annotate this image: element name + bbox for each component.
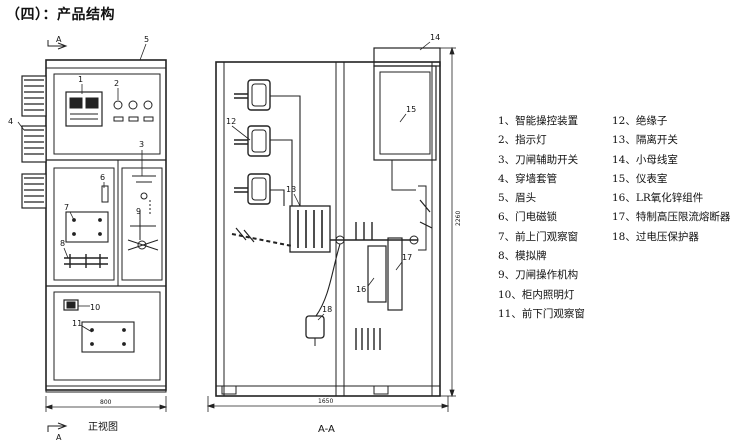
legend-item: 16、LR氧化锌组件 [612,192,704,205]
section-view-cabinet [215,47,441,397]
legend-item: 9、刀闸操作机构 [498,269,579,282]
legend-item: 17、特制高压限流熔断器 [612,211,731,224]
front-width-value: 800 [100,399,112,406]
section-callout-leaders [231,41,431,321]
legend-item: 10、柜内照明灯 [498,288,575,301]
front-width-dimension [44,396,168,412]
front-callout-leaders [17,43,147,333]
callout-label: 11 [72,319,82,328]
section-height-value: 2260 [455,211,462,226]
callout-label: 2 [114,79,119,88]
front-callout-numbers: 1 2 3 4 5 6 7 8 9 10 11 [8,35,149,328]
legend-right: 12、绝缘子 13、隔离开关 14、小母线室 15、仪表室 16、LR氧化锌组件… [612,112,730,247]
legend-item: 7、前上门观察窗 [498,230,579,243]
section-marker-bottom: A [56,433,62,442]
legend-item: 4、穿墙套管 [498,172,558,185]
callout-label: 16 [356,285,366,294]
callout-label: 14 [430,33,440,42]
callout-label: 13 [286,185,296,194]
section-marker-top: A [56,35,62,44]
front-view-caption: 正视图 [88,420,118,433]
callout-label: 8 [60,239,65,248]
callout-label: 12 [226,117,236,126]
legend-item: 14、小母线室 [612,153,678,166]
front-view-cabinet [45,59,167,393]
callout-label: 15 [406,105,416,114]
section-callout-numbers: 12 13 14 15 16 17 18 [226,33,440,314]
legend-item: 13、隔离开关 [612,134,678,147]
wall-bushings [21,75,47,209]
callout-label: 9 [136,207,141,216]
legend-item: 1、智能操控装置 [498,115,579,127]
section-dimensions [206,46,456,412]
callout-label: 1 [78,75,83,84]
legend-item: 8、模拟牌 [498,250,547,263]
legend-item: 15、仪表室 [612,172,668,185]
callout-label: 10 [90,303,100,312]
section-view-caption: A-A [318,424,335,435]
section-markers [47,40,68,432]
legend-item: 5、眉头 [498,192,537,205]
callout-label: 6 [100,173,105,182]
page-title: （四）：产品结构 [6,7,115,23]
callout-label: 18 [322,305,332,314]
section-width-value: 1650 [318,398,333,405]
legend-item: 3、刀闸辅助开关 [498,153,579,166]
legend-item: 11、前下门观察窗 [498,307,585,320]
callout-label: 17 [402,253,412,262]
legend-item: 2、指示灯 [498,134,547,147]
legend-item: 18、过电压保护器 [612,230,699,243]
callout-label: 3 [139,140,144,149]
callout-label: 5 [144,35,149,44]
legend-left: 1、智能操控装置 2、指示灯 3、刀闸辅助开关 4、穿墙套管 5、眉头 6、门电… [498,112,585,324]
callout-label: 7 [64,203,69,212]
legend-item: 6、门电磁锁 [498,211,558,224]
legend-item: 12、绝缘子 [612,115,668,127]
callout-label: 4 [8,117,13,126]
